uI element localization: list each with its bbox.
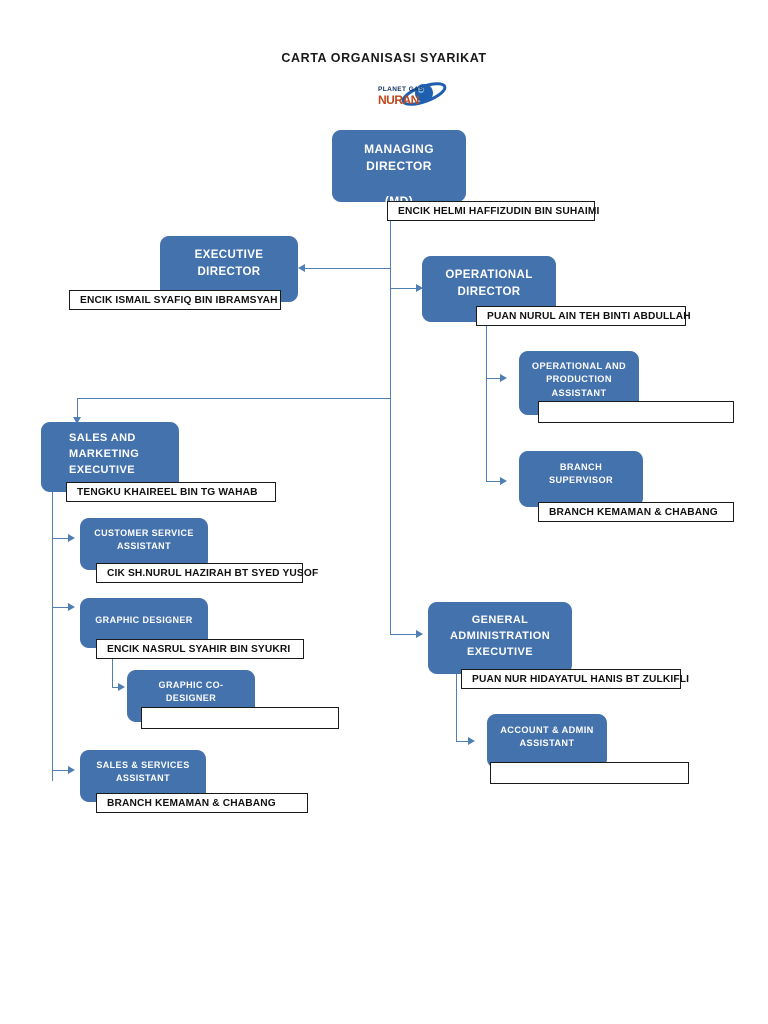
name-graphic-co-designer [141,707,339,729]
node-operational-director-line-2: DIRECTOR [457,285,521,298]
node-sales-marketing-executive-line-3: EXECUTIVE [69,463,135,476]
svg-text:NURAN: NURAN [378,93,419,107]
connector-to-graphic-designer [52,607,72,609]
connector-to-account-admin-assistant [456,741,472,743]
node-sales-services-assistant-line-1: SALES & SERVICES [96,760,190,770]
connector-to-customer-service-assistant [52,538,72,540]
node-managing-director[interactable]: MANAGING DIRECTOR (MD) [332,130,466,208]
node-operational-production-assistant-line-3: ASSISTANT [551,387,607,398]
node-sales-marketing-executive[interactable]: SALES AND MARKETING EXECUTIVE [41,422,179,492]
node-operational-production-assistant-line-1: OPERATIONAL AND [531,361,627,371]
node-graphic-co-designer-line-1: GRAPHIC CO- [158,680,224,690]
name-graphic-designer: ENCIK NASRUL SYAHIR BIN SYUKRI [96,639,304,659]
node-operational-director-line-1: OPERATIONAL [445,269,533,281]
arrow-general-administration-executive [416,630,423,638]
connector-to-operational-production-assistant [486,378,504,380]
arrow-graphic-designer [68,603,75,611]
svg-text:PLANET GAS: PLANET GAS [378,86,424,93]
connector-to-branch-supervisor [486,481,504,483]
node-graphic-co-designer-line-2: DESIGNER [165,693,217,704]
node-customer-service-assistant-line-2: ASSISTANT [117,541,171,552]
name-executive-director: ENCIK ISMAIL SYAFIQ BIN IBRAMSYAH [69,290,281,310]
node-sales-services-assistant-line-2: ASSISTANT [116,773,170,784]
page-title: CARTA ORGANISASI SYARIKAT [281,51,487,65]
node-customer-service-assistant-line-1: CUSTOMER SERVICE [94,528,194,538]
connector-sales-marketing-trunk [52,470,54,781]
arrow-operational-director [416,284,423,292]
name-sales-services-assistant: BRANCH KEMAMAN & CHABANG [96,793,308,813]
connector-md-to-executive-director [305,268,391,270]
node-customer-service-assistant[interactable]: CUSTOMER SERVICE ASSISTANT [80,518,208,570]
name-sales-marketing-executive: TENGKU KHAIREEL BIN TG WAHAB [66,482,276,502]
node-graphic-designer-line-1: GRAPHIC DESIGNER [95,615,193,625]
arrow-sales-services-assistant [68,766,75,774]
node-managing-director-line-1: MANAGING [364,142,434,156]
arrow-sales-marketing-executive [72,417,81,424]
node-general-administration-executive[interactable]: GENERAL ADMINISTRATION EXECUTIVE [428,602,572,674]
arrow-account-admin-assistant [468,737,475,745]
connector-to-sales-services-assistant [52,770,72,772]
name-operational-production-assistant [538,401,734,423]
node-executive-director-line-1: EXECUTIVE [194,249,264,261]
node-executive-director-line-2: DIRECTOR [197,265,261,278]
arrow-graphic-co-designer [118,683,125,691]
name-managing-director: ENCIK HELMI HAFFIZUDIN BIN SUHAIMI [387,201,599,221]
name-account-admin-assistant [490,762,689,784]
connector-operational-director-trunk [486,310,488,482]
node-branch-supervisor-line-2: SUPERVISOR [548,475,614,486]
connector-to-graphic-co-designer [112,687,122,689]
name-operational-director: PUAN NURUL AIN TEH BINTI ABDULLAH [476,306,691,326]
connector-general-admin-trunk [456,665,458,742]
name-branch-supervisor: BRANCH KEMAMAN & CHABANG [538,502,734,522]
connector-md-trunk [390,205,392,635]
arrow-branch-supervisor [500,477,507,485]
node-general-administration-executive-line-3: EXECUTIVE [467,645,533,658]
node-operational-production-assistant-line-2: PRODUCTION [546,374,612,385]
connector-md-to-sales-marketing [77,398,391,400]
connector-md-to-general-admin [390,634,422,636]
node-general-administration-executive-line-1: GENERAL [471,614,529,626]
connector-md-to-operational-director [390,288,422,290]
node-account-admin-assistant-line-1: ACCOUNT & ADMIN [500,725,594,735]
connector-sales-marketing-drop [77,398,79,418]
name-general-administration-executive: PUAN NUR HIDAYATUL HANIS BT ZULKIFLI [461,669,689,689]
company-logo: PLANET GAS NURAN [372,79,456,109]
node-branch-supervisor[interactable]: BRANCH SUPERVISOR [519,451,643,507]
arrow-operational-production-assistant [500,374,507,382]
node-managing-director-line-3 [332,176,466,193]
node-branch-supervisor-line-1: BRANCH [559,462,603,472]
node-account-admin-assistant[interactable]: ACCOUNT & ADMIN ASSISTANT [487,714,607,768]
node-general-administration-executive-line-2: ADMINISTRATION [449,629,551,642]
arrow-customer-service-assistant [68,534,75,542]
node-sales-marketing-executive-line-2: MARKETING [69,447,140,460]
connector-graphic-designer-trunk [112,645,114,688]
name-customer-service-assistant: CIK SH.NURUL HAZIRAH BT SYED YUSOF [96,563,318,583]
node-sales-marketing-executive-line-1: SALES AND [69,432,136,444]
arrow-executive-director [298,264,305,272]
node-managing-director-line-2: DIRECTOR [366,159,432,174]
node-account-admin-assistant-line-2: ASSISTANT [519,738,575,749]
